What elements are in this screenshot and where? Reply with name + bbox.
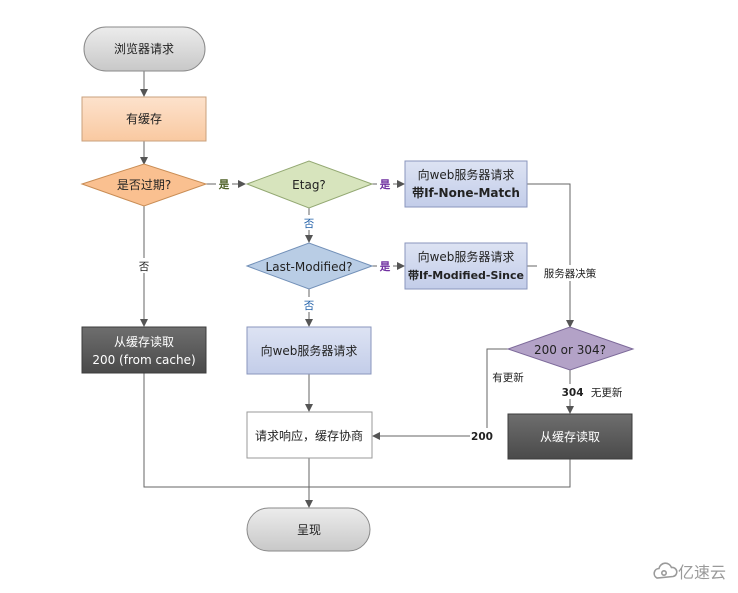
edge-labels: 是 否 是 否 是 否 服务器决策 有更新 200 304 无更新: [136, 176, 628, 443]
node-is-expired-label: 是否过期?: [117, 178, 171, 192]
node-has-cache-label: 有缓存: [126, 112, 162, 126]
node-response-cache-label: 请求响应，缓存协商: [255, 428, 363, 443]
node-read-cache-304-label: 从缓存读取: [540, 430, 600, 444]
node-last-modified: Last-Modified?: [245, 242, 374, 290]
label-yes-expired: 是: [218, 179, 230, 191]
node-render-label: 呈现: [297, 523, 321, 537]
label-yes-etag: 是: [379, 179, 391, 191]
label-has-update: 有更新: [492, 371, 524, 384]
label-no-etag: 否: [304, 218, 315, 230]
node-read-cache-line1: 从缓存读取: [114, 335, 174, 349]
node-read-cache-304: 从缓存读取: [507, 413, 633, 460]
node-request-server-label: 向web服务器请求: [261, 343, 358, 358]
node-status-check-label: 200 or 304?: [534, 343, 606, 357]
node-request-ims: 向web服务器请求 带If-Modified-Since: [404, 242, 528, 290]
node-request-server: 向web服务器请求: [246, 326, 372, 375]
label-no-expired: 否: [139, 261, 150, 273]
node-last-modified-label: Last-Modified?: [266, 260, 353, 274]
label-server-decision: 服务器决策: [544, 267, 597, 280]
label-yes-lastmod: 是: [379, 261, 391, 273]
node-has-cache: 有缓存: [81, 96, 207, 142]
node-request-ims-line1: 向web服务器请求: [418, 249, 515, 264]
node-etag-label: Etag?: [292, 178, 326, 192]
watermark: 亿速云: [653, 562, 726, 582]
edge-read-cache-to-render: [143, 373, 309, 488]
label-code-304: 304: [562, 387, 584, 399]
node-request-inm-line1: 向web服务器请求: [418, 167, 515, 182]
node-read-cache: 从缓存读取 200 (from cache): [81, 326, 207, 374]
node-request-inm-line2: 带If-None-Match: [412, 185, 520, 200]
label-no-update-text: 无更新: [591, 386, 623, 399]
node-request-inm: 向web服务器请求 带If-None-Match: [404, 160, 528, 208]
edge-read-304-to-render: [309, 459, 571, 488]
node-request-ims-line2: 带If-Modified-Since: [408, 268, 524, 282]
node-response-cache: 请求响应，缓存协商: [246, 411, 373, 459]
node-browser-request: 浏览器请求: [83, 26, 206, 72]
edge-decision-to-response: [372, 348, 508, 440]
label-code-200: 200: [471, 431, 493, 443]
node-status-check: 200 or 304?: [506, 326, 635, 371]
edge-req-inm-to-decision: [527, 183, 574, 328]
node-browser-request-label: 浏览器请求: [114, 41, 174, 56]
cloud-icon: [653, 562, 678, 579]
label-no-update: 304 无更新: [562, 386, 623, 399]
label-no-lastmod: 否: [304, 300, 315, 312]
node-read-cache-line2: 200 (from cache): [92, 353, 195, 367]
node-render: 呈现: [246, 507, 371, 552]
node-is-expired: 是否过期?: [80, 163, 208, 207]
node-etag: Etag?: [245, 160, 374, 209]
watermark-text: 亿速云: [678, 563, 726, 582]
